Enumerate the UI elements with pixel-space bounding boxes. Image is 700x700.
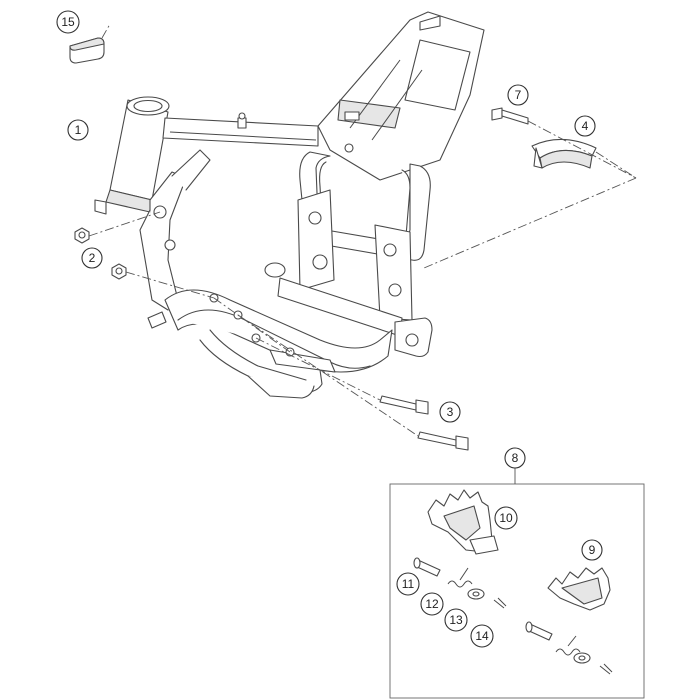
callout-15-label: 15: [61, 15, 75, 29]
callout-10-label: 10: [499, 511, 513, 525]
callout-14-label: 14: [475, 629, 489, 643]
leader-lines: [88, 23, 637, 437]
footpeg-pin-part: [413, 557, 553, 641]
callout-1-label: 1: [75, 123, 82, 137]
guide-bolt-part: [491, 107, 529, 125]
callout-8-label: 8: [512, 451, 519, 465]
callout-12-label: 12: [425, 597, 439, 611]
callout-1: 1: [67, 119, 89, 141]
right-footpeg-part: [547, 567, 611, 611]
main-frame-part: [94, 11, 485, 399]
frame-nut-part: [74, 227, 127, 280]
left-footpeg-part: [427, 489, 499, 555]
callout-14: 14: [470, 624, 494, 648]
callout-9: 9: [581, 539, 603, 561]
callout-7-label: 7: [515, 88, 522, 102]
washer-part: [467, 588, 591, 664]
footpeg-kit-inset-box: [389, 483, 645, 699]
callout-4: 4: [574, 115, 596, 137]
callout-2: 2: [81, 247, 103, 269]
callout-13-label: 13: [449, 613, 463, 627]
callout-12: 12: [420, 592, 444, 616]
callout-11-label: 11: [402, 577, 415, 591]
callout-13: 13: [444, 608, 468, 632]
callout-9-label: 9: [589, 543, 596, 557]
callout-11: 11: [396, 572, 420, 596]
callout-8: 8: [504, 447, 526, 469]
frame-cap-part: [69, 37, 105, 64]
callout-15: 15: [56, 10, 80, 34]
engine-mount-bolt-part: [379, 395, 469, 451]
callout-3: 3: [439, 401, 461, 423]
callout-2-label: 2: [89, 251, 96, 265]
cotter-pin-part: [493, 597, 613, 675]
footpeg-spring-part: [447, 567, 581, 656]
callout-7: 7: [507, 84, 529, 106]
callout-10: 10: [494, 506, 518, 530]
callout-4-label: 4: [582, 119, 589, 133]
chain-guide-part: [531, 138, 597, 169]
callout-3-label: 3: [447, 405, 454, 419]
